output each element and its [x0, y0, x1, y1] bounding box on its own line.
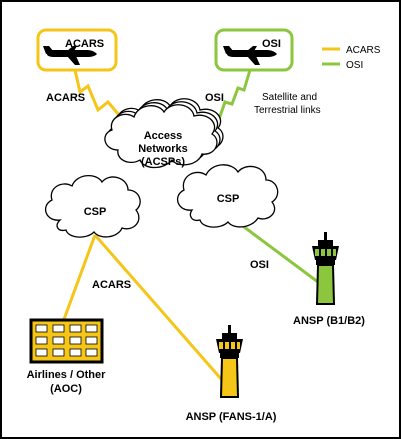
- osi-upper-label: OSI: [205, 92, 224, 104]
- acars-airlines-link: [61, 234, 97, 323]
- acars-upper-label: ACARS: [46, 92, 85, 104]
- osi-aircraft-box: OSI: [214, 28, 294, 72]
- satellite-label-line1: Satellite and: [262, 92, 317, 103]
- airlines-label-line1: Airlines / Other: [27, 369, 107, 381]
- legend-osi-label: OSI: [346, 60, 363, 71]
- acars-aircraft-label: ACARS: [65, 38, 104, 50]
- access-networks-cloud: Access Networks (ACSPs): [104, 98, 224, 169]
- cloud-icon: [44, 175, 141, 238]
- osi-upper-link: [216, 69, 252, 123]
- csp-left-label: CSP: [84, 206, 107, 218]
- access-networks-line1: Access: [144, 130, 183, 142]
- control-tower-icon: [312, 232, 339, 305]
- acars-upper-link: [73, 69, 127, 123]
- csp-right-label: CSP: [217, 193, 240, 205]
- building-icon: [29, 318, 104, 364]
- satellite-label-line2: Terrestrial links: [254, 105, 321, 116]
- osi-lower-label: OSI: [250, 259, 269, 271]
- acars-fans-link: [93, 234, 224, 381]
- acars-lower-label: ACARS: [92, 279, 131, 291]
- legend-acars-label: ACARS: [346, 45, 381, 56]
- airplane-icon: [43, 46, 97, 65]
- airlines-label-line2: (AOC): [50, 383, 82, 395]
- legend: ACARS OSI: [322, 45, 381, 71]
- osi-aircraft-label: OSI: [262, 38, 281, 50]
- access-networks-line2: Networks: [138, 143, 188, 155]
- control-tower-icon: [216, 325, 243, 398]
- cloud-icon: [104, 104, 218, 169]
- cloud-icon: [176, 164, 279, 228]
- acars-aircraft-box: ACARS: [36, 28, 118, 72]
- csp-right-cloud: CSP: [176, 164, 279, 228]
- airplane-icon: [223, 46, 277, 65]
- ansp-fans-label: ANSP (FANS-1/A): [186, 411, 277, 423]
- csp-left-cloud: CSP: [44, 175, 141, 238]
- ansp-b1b2-label: ANSP (B1/B2): [293, 315, 365, 327]
- access-networks-line3: (ACSPs): [141, 156, 185, 168]
